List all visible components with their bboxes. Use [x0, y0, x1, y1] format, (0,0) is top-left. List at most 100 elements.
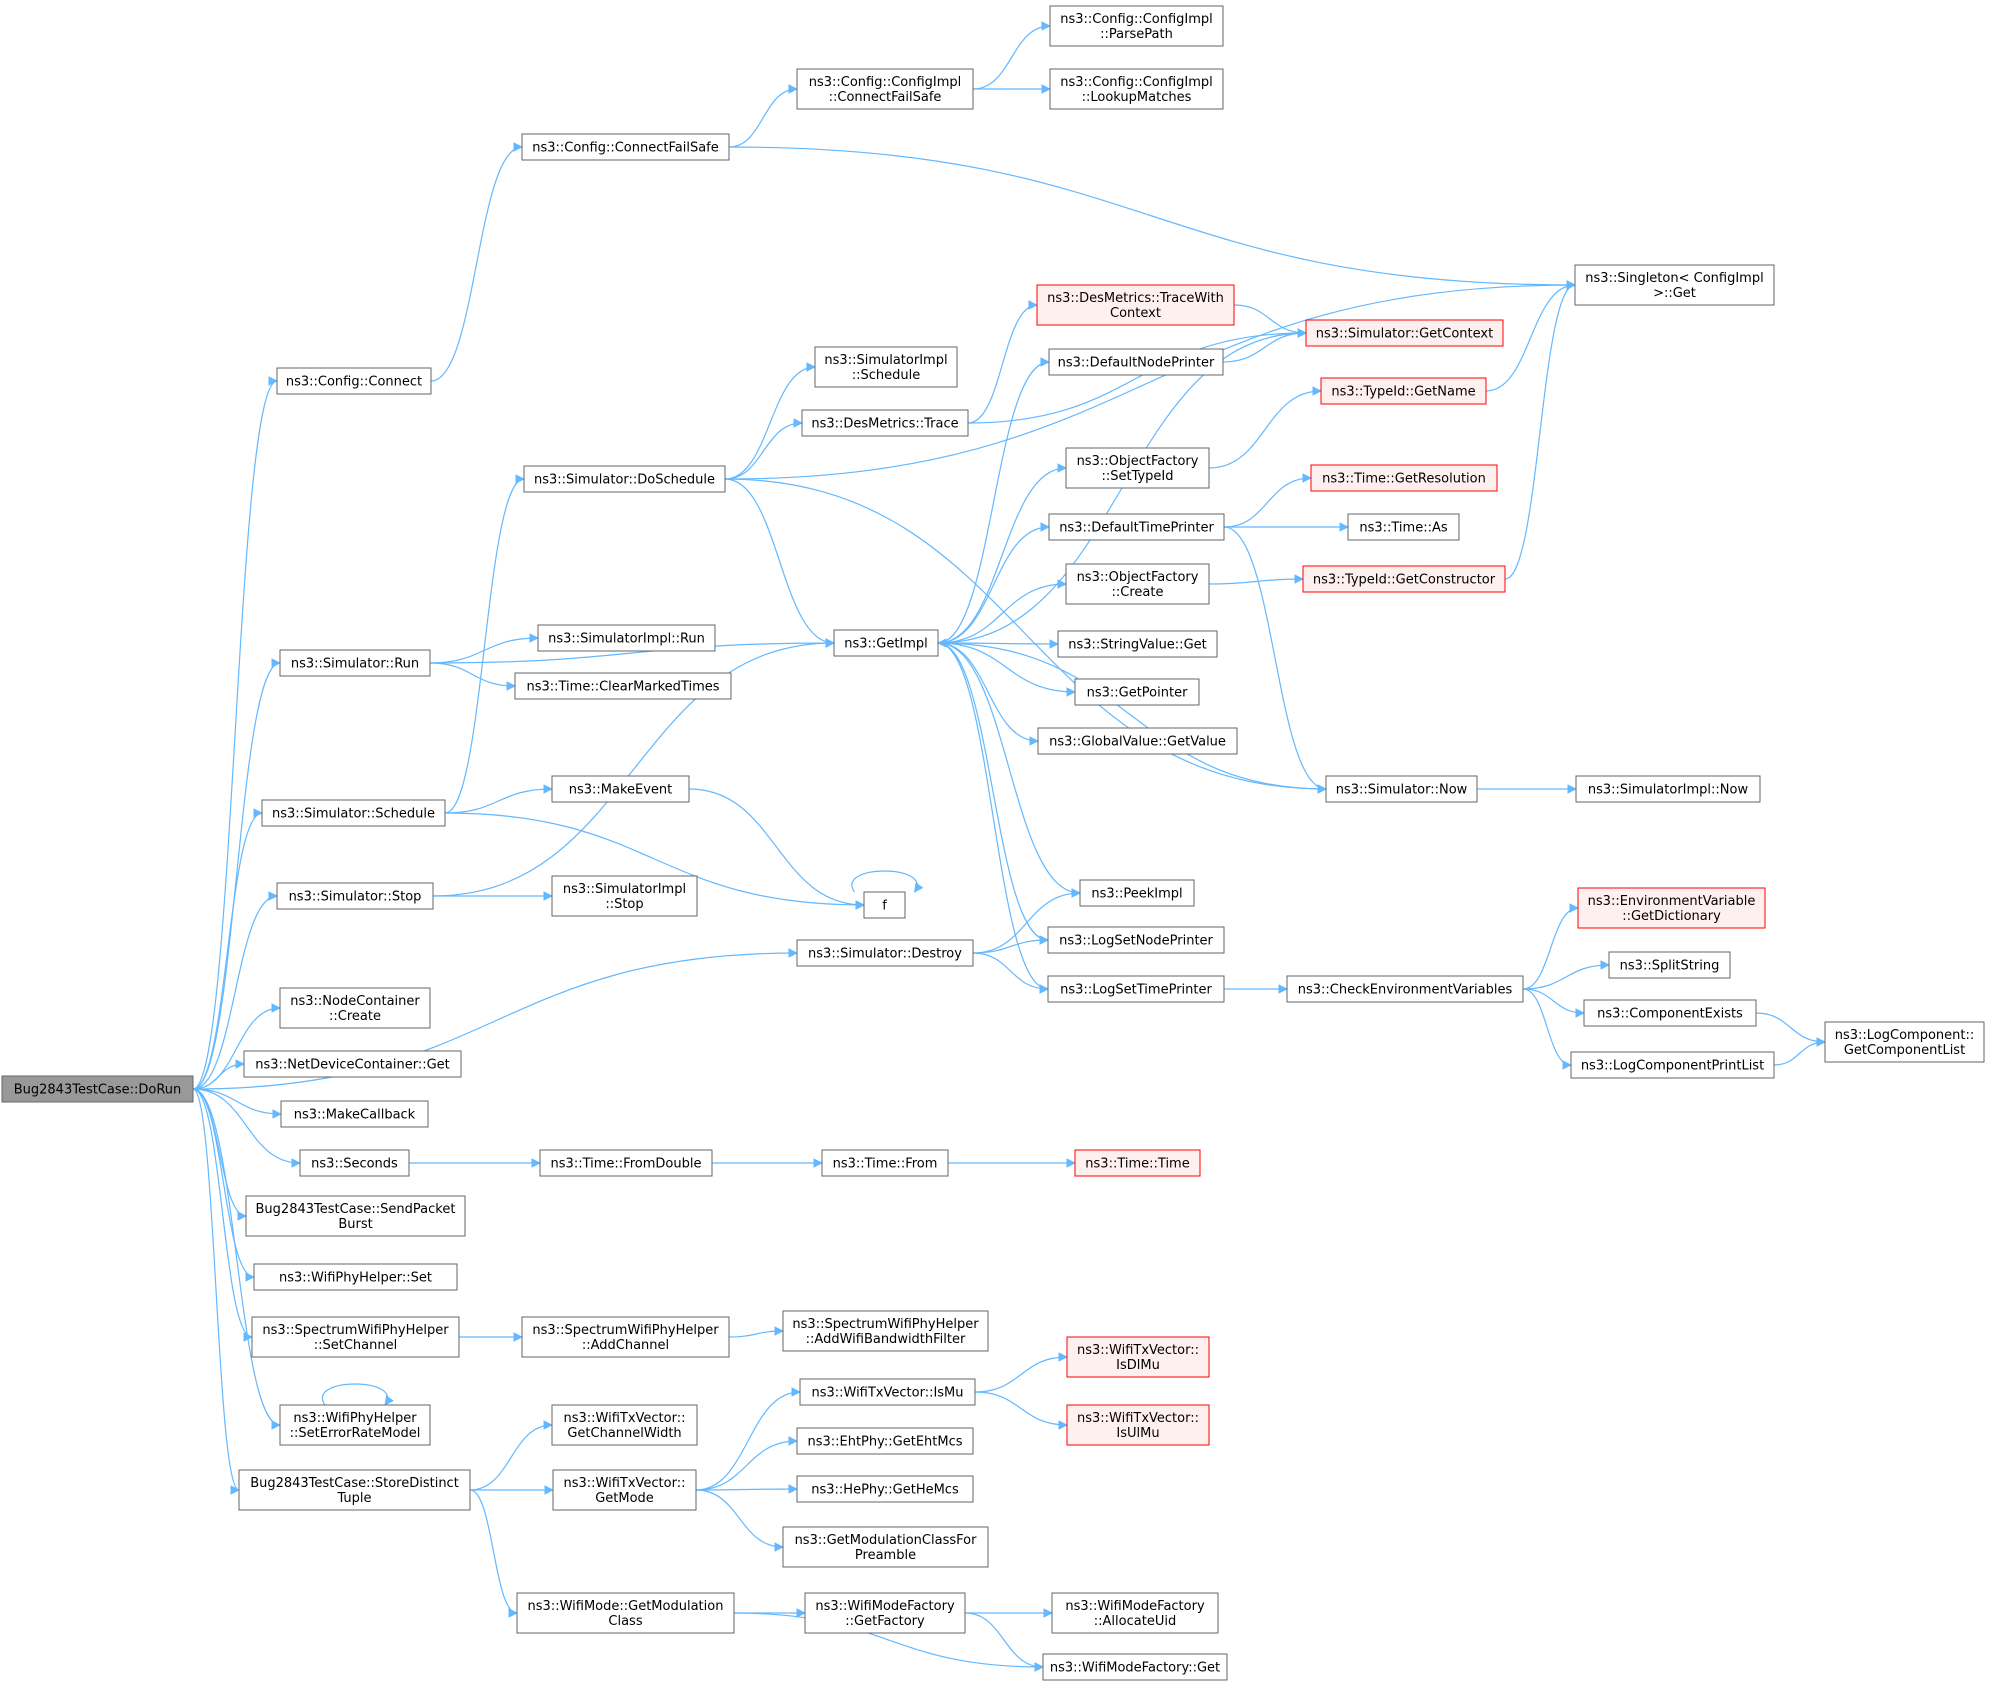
node-logsetnodeprinter[interactable]: ns3::LogSetNodePrinter — [1047, 926, 1225, 954]
node-logcomponentprintlist[interactable]: ns3::LogComponentPrintList — [1570, 1051, 1775, 1079]
node-of_settypeid[interactable]: ns3::ObjectFactory::SetTypeId — [1065, 447, 1210, 489]
node-singleton_get[interactable]: ns3::Singleton< ConfigImpl>::Get — [1574, 264, 1775, 306]
node-box — [238, 1469, 471, 1511]
node-wmf_allocateuid[interactable]: ns3::WifiModeFactory::AllocateUid — [1051, 1592, 1219, 1634]
node-logsettimeprinter[interactable]: ns3::LogSetTimePrinter — [1047, 975, 1225, 1003]
node-defaulttimeprinter[interactable]: ns3::DefaultTimePrinter — [1048, 513, 1225, 541]
node-isdlmu[interactable]: ns3::WifiTxVector::IsDlMu — [1066, 1336, 1210, 1378]
node-makecallback[interactable]: ns3::MakeCallback — [280, 1100, 429, 1128]
node-root[interactable]: Bug2843TestCase::DoRun — [1, 1075, 194, 1103]
node-box — [1048, 348, 1224, 376]
node-wmf_get[interactable]: ns3::WifiModeFactory::Get — [1042, 1653, 1228, 1681]
node-label: ns3::WifiModeFactory::Get — [1050, 1661, 1220, 1676]
node-seterrorratemodel[interactable]: ns3::WifiPhyHelper::SetErrorRateModel — [279, 1404, 431, 1446]
node-label: ns3::LogSetNodePrinter — [1059, 934, 1213, 949]
node-sim_destroy[interactable]: ns3::Simulator::Destroy — [796, 939, 974, 967]
node-seconds[interactable]: ns3::Seconds — [299, 1149, 410, 1177]
node-getpointer[interactable]: ns3::GetPointer — [1074, 678, 1200, 706]
node-time_time[interactable]: ns3::Time::Time — [1074, 1149, 1201, 1177]
node-typeid_getname[interactable]: ns3::TypeId::GetName — [1320, 377, 1487, 405]
node-label: IsDlMu — [1116, 1358, 1160, 1373]
node-time_from[interactable]: ns3::Time::From — [821, 1149, 949, 1177]
node-time_fromdouble[interactable]: ns3::Time::FromDouble — [539, 1149, 713, 1177]
node-lookupmatches[interactable]: ns3::Config::ConfigImpl::LookupMatches — [1049, 68, 1224, 110]
node-typeid_getconstructor[interactable]: ns3::TypeId::GetConstructor — [1302, 565, 1506, 593]
node-box — [796, 939, 974, 967]
node-netdevicecontainer_get[interactable]: ns3::NetDeviceContainer::Get — [243, 1050, 462, 1078]
node-label: ns3::WifiTxVector::IsMu — [811, 1386, 963, 1401]
node-getimpl[interactable]: ns3::GetImpl — [833, 629, 939, 657]
node-config_connect[interactable]: ns3::Config::Connect — [276, 367, 432, 395]
node-globalvalue_getvalue[interactable]: ns3::GlobalValue::GetValue — [1037, 727, 1238, 755]
node-wifimode_getmodclass[interactable]: ns3::WifiMode::GetModulationClass — [516, 1592, 735, 1634]
node-box — [799, 1378, 976, 1406]
node-connectfailsafe[interactable]: ns3::Config::ConnectFailSafe — [521, 133, 730, 161]
node-label: ns3::WifiTxVector:: — [1077, 1343, 1199, 1358]
node-label: ns3::StringValue::Get — [1068, 638, 1206, 653]
edge-doschedule-to-getimpl — [724, 478, 835, 648]
node-box — [1051, 1592, 1219, 1634]
node-desmetrics_trace[interactable]: ns3::DesMetrics::Trace — [801, 409, 969, 437]
node-defaultnodeprinter[interactable]: ns3::DefaultNodePrinter — [1048, 348, 1224, 376]
node-sim_schedule[interactable]: ns3::Simulator::Schedule — [261, 799, 446, 827]
node-sim_stop[interactable]: ns3::Simulator::Stop — [276, 882, 434, 910]
node-label: ns3::GlobalValue::GetValue — [1049, 735, 1226, 750]
node-checkenvvars[interactable]: ns3::CheckEnvironmentVariables — [1286, 975, 1524, 1003]
node-wmf_getfactory[interactable]: ns3::WifiModeFactory::GetFactory — [804, 1592, 966, 1634]
node-box — [1577, 887, 1766, 929]
node-label: ::AllocateUid — [1094, 1614, 1176, 1629]
node-connectfailsafe_impl[interactable]: ns3::Config::ConfigImpl::ConnectFailSafe — [796, 68, 974, 110]
node-makeevent[interactable]: ns3::MakeEvent — [551, 775, 690, 803]
node-isulmu[interactable]: ns3::WifiTxVector::IsUlMu — [1066, 1404, 1210, 1446]
node-getcontext[interactable]: ns3::Simulator::GetContext — [1305, 319, 1504, 347]
node-peekimpl[interactable]: ns3::PeekImpl — [1079, 879, 1195, 907]
node-label: ns3::GetPointer — [1087, 686, 1188, 701]
node-time_getresolution[interactable]: ns3::Time::GetResolution — [1310, 464, 1498, 492]
node-spectrum_setchannel[interactable]: ns3::SpectrumWifiPhyHelper::SetChannel — [251, 1316, 460, 1358]
node-label: ns3::DesMetrics::Trace — [811, 417, 958, 432]
node-stringvalue_get[interactable]: ns3::StringValue::Get — [1057, 630, 1218, 658]
node-simimpl_schedule[interactable]: ns3::SimulatorImpl::Schedule — [814, 346, 958, 388]
node-box — [782, 1310, 989, 1352]
edge-getimpl-to-defaultnodeprinter — [937, 357, 1050, 644]
node-doschedule[interactable]: ns3::Simulator::DoSchedule — [523, 465, 726, 493]
node-envvar_getdict[interactable]: ns3::EnvironmentVariable::GetDictionary — [1577, 887, 1766, 929]
node-label: ::AddChannel — [582, 1338, 669, 1353]
node-simimpl_now[interactable]: ns3::SimulatorImpl::Now — [1575, 775, 1761, 803]
edge-connectfailsafe-to-connectfailsafe_impl — [728, 84, 798, 148]
node-box — [1583, 999, 1757, 1027]
edge-typeid_getname-to-singleton_get — [1485, 280, 1576, 392]
node-label: ns3::ObjectFactory — [1077, 454, 1199, 469]
node-wifiphyhelper_set[interactable]: ns3::WifiPhyHelper::Set — [253, 1263, 458, 1291]
node-label: ns3::WifiTxVector:: — [563, 1476, 685, 1491]
node-label: ns3::Time::From — [833, 1157, 938, 1172]
node-time_as[interactable]: ns3::Time::As — [1347, 513, 1460, 541]
node-sim_run[interactable]: ns3::Simulator::Run — [279, 649, 431, 677]
node-simimpl_stop[interactable]: ns3::SimulatorImpl::Stop — [551, 875, 698, 917]
node-f[interactable]: f — [863, 891, 906, 919]
edge-sim_destroy-to-logsetnodeprinter — [972, 935, 1049, 954]
node-parsepath[interactable]: ns3::Config::ConfigImpl::ParsePath — [1049, 5, 1224, 47]
node-componentexists[interactable]: ns3::ComponentExists — [1583, 999, 1757, 1027]
node-spectrum_addchannel[interactable]: ns3::SpectrumWifiPhyHelper::AddChannel — [521, 1316, 730, 1358]
node-getehtmcs[interactable]: ns3::EhtPhy::GetEhtMcs — [796, 1427, 974, 1455]
node-ismu[interactable]: ns3::WifiTxVector::IsMu — [799, 1378, 976, 1406]
node-clearmarkedtimes[interactable]: ns3::Time::ClearMarkedTimes — [514, 672, 732, 700]
node-label: ns3::EnvironmentVariable — [1588, 894, 1756, 909]
node-simimpl_run[interactable]: ns3::SimulatorImpl::Run — [537, 624, 716, 652]
node-getmode[interactable]: ns3::WifiTxVector::GetMode — [552, 1469, 697, 1511]
node-logcomponent_getlist[interactable]: ns3::LogComponent::GetComponentList — [1824, 1021, 1985, 1063]
node-gethemcs[interactable]: ns3::HePhy::GetHeMcs — [796, 1475, 974, 1503]
node-spectrum_addwifibwfilter[interactable]: ns3::SpectrumWifiPhyHelper::AddWifiBandw… — [782, 1310, 989, 1352]
node-nodecontainer_create[interactable]: ns3::NodeContainer::Create — [279, 987, 431, 1029]
node-getchannelwidth[interactable]: ns3::WifiTxVector::GetChannelWidth — [551, 1404, 698, 1446]
node-label: ns3::Time::ClearMarkedTimes — [526, 680, 719, 695]
node-splitstring[interactable]: ns3::SplitString — [1608, 951, 1731, 979]
node-sim_now[interactable]: ns3::Simulator::Now — [1325, 775, 1478, 803]
node-of_create[interactable]: ns3::ObjectFactory::Create — [1065, 563, 1210, 605]
edge-checkenvvars-to-envvar_getdict — [1522, 903, 1579, 990]
